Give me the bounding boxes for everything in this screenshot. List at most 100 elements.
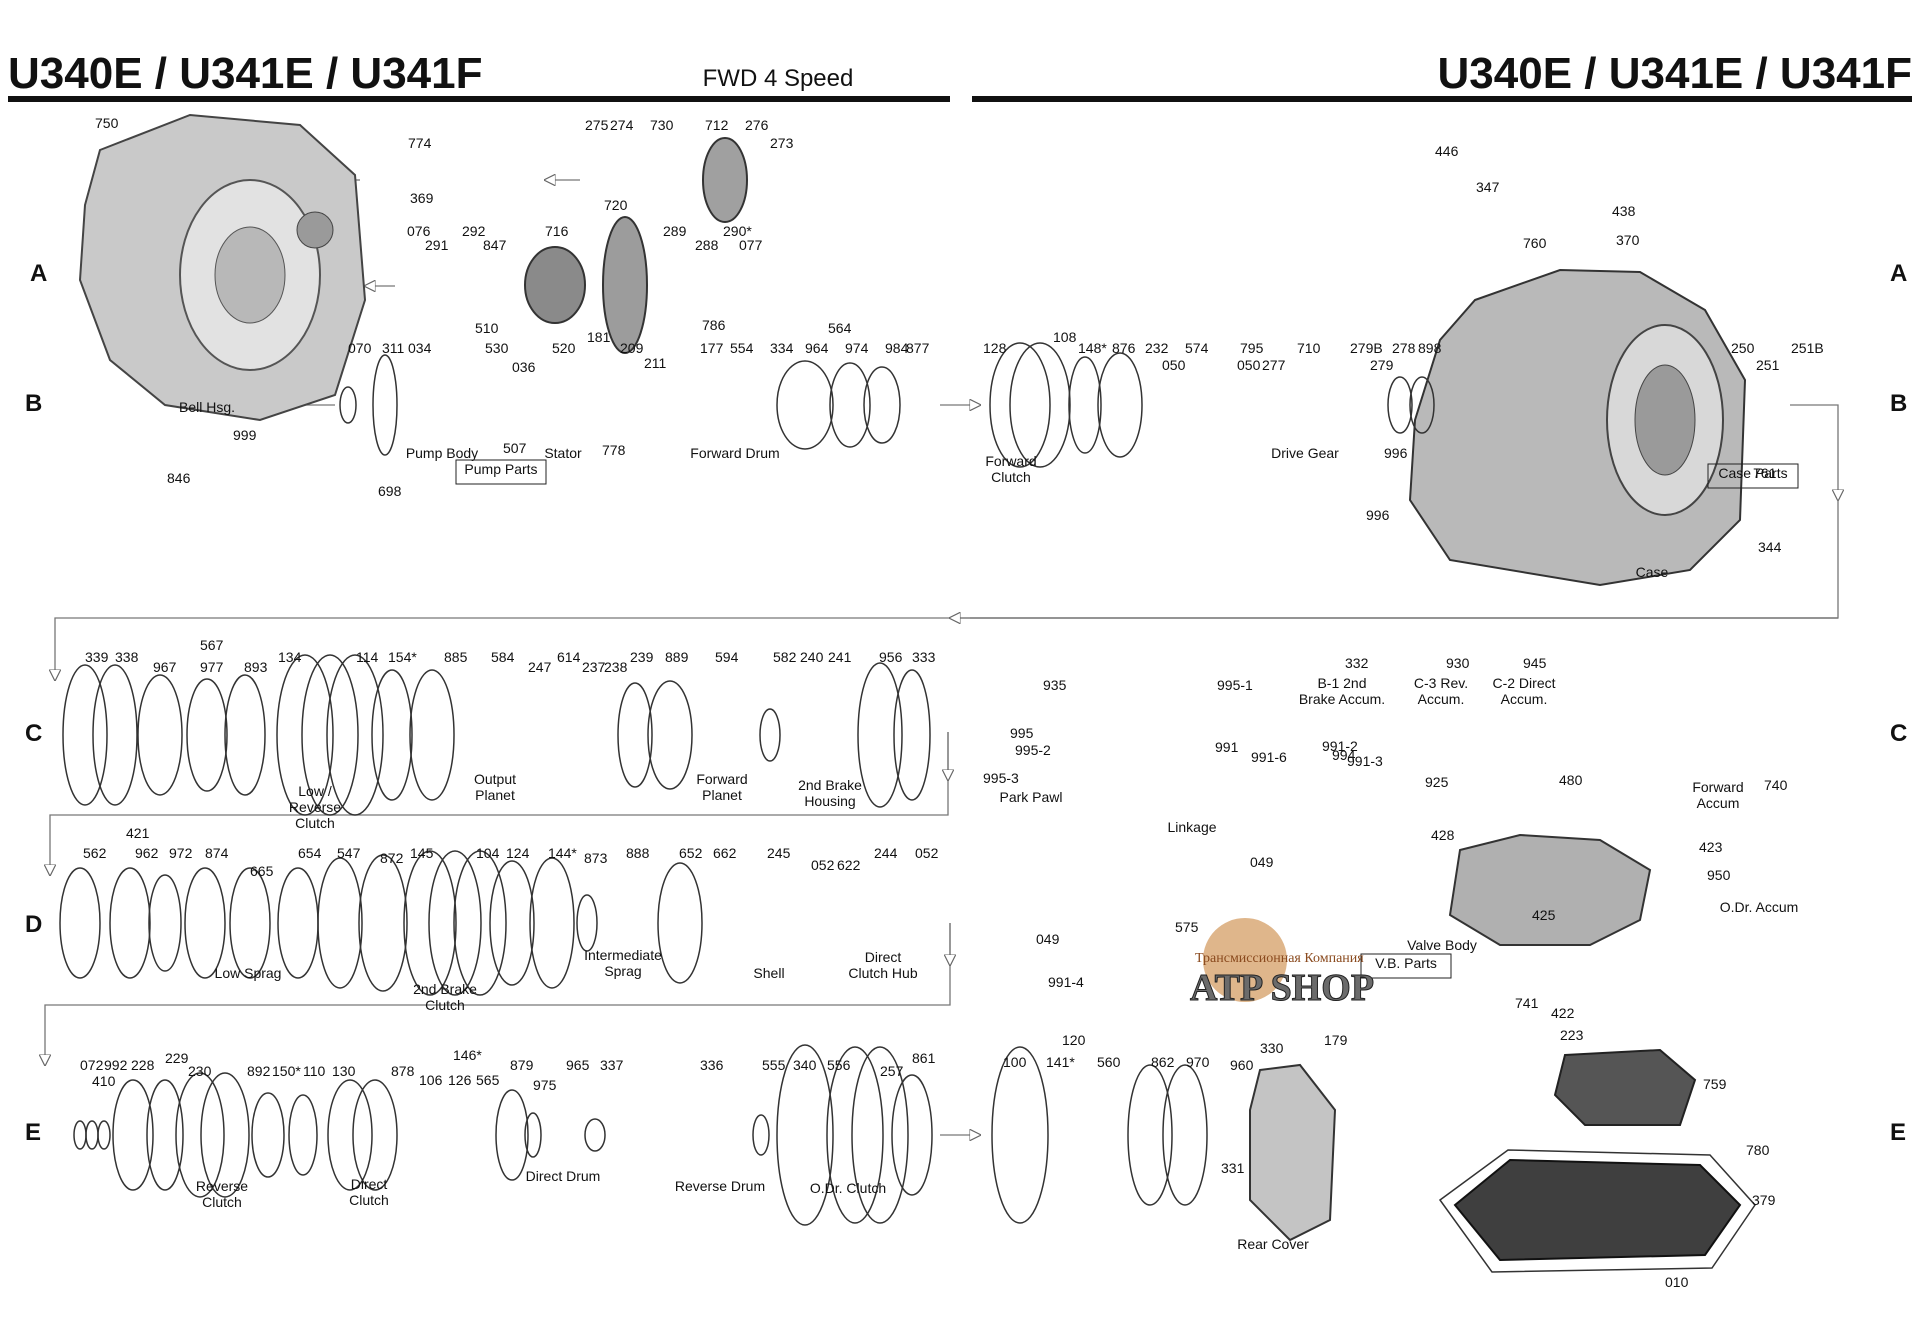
part-number-795: 795 <box>1240 340 1264 356</box>
part-number-665: 665 <box>250 863 274 879</box>
part-number-846: 846 <box>167 470 191 486</box>
row-letter-a-left: A <box>30 260 47 287</box>
part-number-996: 996 <box>1366 507 1390 523</box>
part-number-995: 995 <box>1010 725 1034 741</box>
part-number-995-1: 995-1 <box>1217 677 1253 693</box>
part-number-879: 879 <box>510 1057 534 1073</box>
part-number-144star: 144* <box>548 845 577 861</box>
part-number-239: 239 <box>630 649 654 665</box>
part-number-885: 885 <box>444 649 468 665</box>
part-number-241: 241 <box>828 649 852 665</box>
part-number-996: 996 <box>1384 445 1408 461</box>
part-number-877: 877 <box>906 340 930 356</box>
part-number-654: 654 <box>298 845 322 861</box>
caption-drive-gear: Drive Gear <box>1271 445 1339 461</box>
part-number-334: 334 <box>770 340 794 356</box>
part-number-872: 872 <box>380 850 404 866</box>
ring-row-d <box>59 850 703 996</box>
part-number-740: 740 <box>1764 777 1788 793</box>
caption-c-3-rev-accum: C-3 Rev.Accum. <box>1414 675 1468 707</box>
part-number-052: 052 <box>915 845 939 861</box>
caption-o-dr-accum: O.Dr. Accum <box>1720 899 1799 915</box>
part-number-338: 338 <box>115 649 139 665</box>
part-number-036: 036 <box>512 359 536 375</box>
part-number-662: 662 <box>713 845 737 861</box>
caption-case-parts: Case Parts <box>1718 465 1787 481</box>
part-number-276: 276 <box>745 117 769 133</box>
part-number-652: 652 <box>679 845 703 861</box>
part-number-995-2: 995-2 <box>1015 742 1051 758</box>
part-number-291: 291 <box>425 237 449 253</box>
part-number-575: 575 <box>1175 919 1199 935</box>
ring-row-b <box>339 342 1435 468</box>
part-number-250: 250 <box>1731 340 1755 356</box>
part-number-179: 179 <box>1324 1032 1348 1048</box>
part-number-237: 237 <box>582 659 606 675</box>
rear-cover-illustration <box>1249 1063 1337 1242</box>
part-number-421: 421 <box>126 825 150 841</box>
watermark-logo: ATP SHOP <box>1190 967 1374 1009</box>
caption-park-pawl: Park Pawl <box>999 789 1062 805</box>
part-number-584: 584 <box>491 649 515 665</box>
part-number-564: 564 <box>828 320 852 336</box>
part-number-970: 970 <box>1186 1054 1210 1070</box>
part-number-765: 765 <box>0 0 24 3</box>
part-number-962: 962 <box>135 845 159 861</box>
ring-row-c <box>62 654 931 816</box>
part-number-446: 446 <box>1435 143 1459 159</box>
part-number-862: 862 <box>1151 1054 1175 1070</box>
part-number-331: 331 <box>1221 1160 1245 1176</box>
part-number-480: 480 <box>1559 772 1583 788</box>
part-number-965: 965 <box>566 1057 590 1073</box>
part-number-574: 574 <box>1185 340 1209 356</box>
watermark-company: Трансмиссионная Компания <box>1195 951 1364 966</box>
part-number-209: 209 <box>620 340 644 356</box>
part-number-520: 520 <box>552 340 576 356</box>
part-number-279b: 279B <box>1350 340 1383 356</box>
oil-strainer-illustration <box>1553 1048 1697 1126</box>
part-number-247: 247 <box>528 659 552 675</box>
part-number-238: 238 <box>604 659 628 675</box>
part-number-582: 582 <box>773 649 797 665</box>
part-number-873: 873 <box>584 850 608 866</box>
part-number-741: 741 <box>1515 995 1539 1011</box>
part-number-229: 229 <box>165 1050 189 1066</box>
part-number-960: 960 <box>1230 1057 1254 1073</box>
part-number-277: 277 <box>1262 357 1286 373</box>
caption-case: Case <box>1636 564 1669 580</box>
part-number-128: 128 <box>983 340 1007 356</box>
part-number-106: 106 <box>419 1072 443 1088</box>
part-number-150star: 150* <box>272 1063 301 1079</box>
part-number-146star: 146* <box>453 1047 482 1063</box>
part-number-278: 278 <box>1392 340 1416 356</box>
caption-o-dr-clutch: O.Dr. Clutch <box>810 1180 886 1196</box>
part-number-530: 530 <box>485 340 509 356</box>
part-number-847: 847 <box>483 237 507 253</box>
part-number-257: 257 <box>880 1063 904 1079</box>
part-number-716: 716 <box>545 223 569 239</box>
part-number-778: 778 <box>602 442 626 458</box>
watermark: Трансмиссионная Компания ATP SHOP <box>1190 918 1375 1010</box>
part-number-991-4: 991-4 <box>1048 974 1084 990</box>
part-number-370: 370 <box>1616 232 1640 248</box>
part-number-761: 761 <box>1753 465 1777 481</box>
part-number-565: 565 <box>476 1072 500 1088</box>
part-number-228: 228 <box>131 1057 155 1073</box>
caption-box <box>1360 953 1452 979</box>
part-number-560: 560 <box>1097 1054 1121 1070</box>
caption-pump-body: Pump Body <box>406 445 478 461</box>
part-number-991-2: 991-2 <box>1322 738 1358 754</box>
part-number-148star: 148* <box>1078 340 1107 356</box>
part-number-698: 698 <box>378 483 402 499</box>
part-number-330: 330 <box>1260 1040 1284 1056</box>
part-number-992: 992 <box>104 1057 128 1073</box>
row-letter-b-right: B <box>1890 390 1907 417</box>
part-number-760: 760 <box>1523 235 1547 251</box>
part-number-594: 594 <box>715 649 739 665</box>
